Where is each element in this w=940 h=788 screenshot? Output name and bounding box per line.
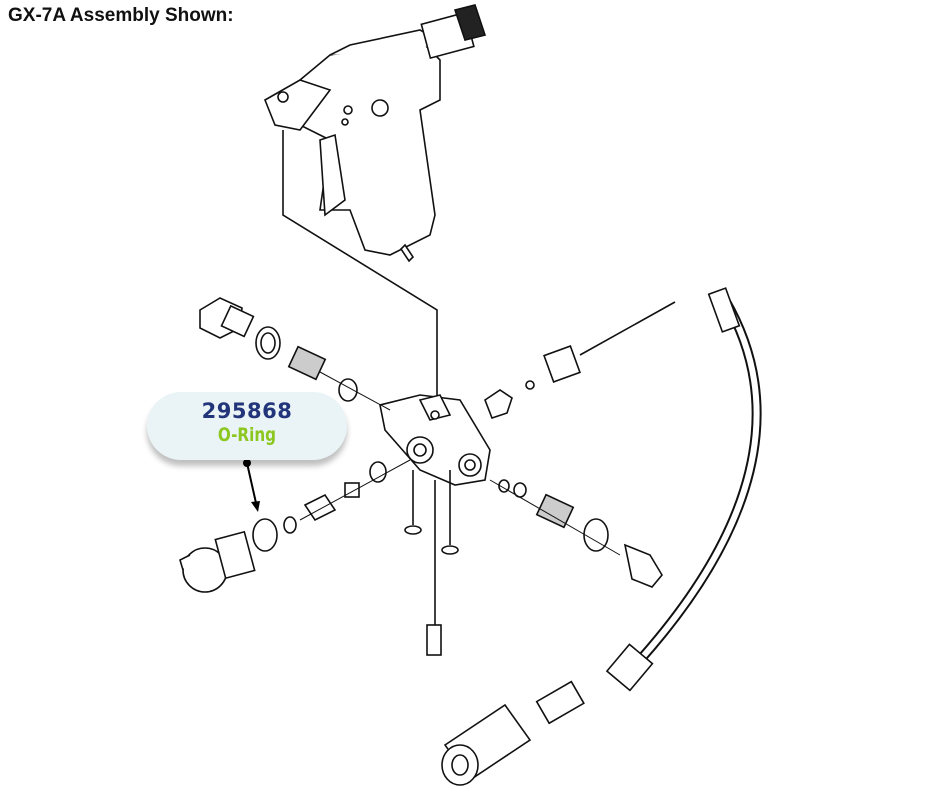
part-callout: 295868 O-Ring xyxy=(147,392,347,460)
manifold-block xyxy=(379,394,491,625)
spray-gun-body xyxy=(263,4,487,400)
right-valve-parts xyxy=(484,301,676,588)
left-valve-parts xyxy=(199,297,391,411)
part-number: 295868 xyxy=(201,399,293,423)
part-name: O-Ring xyxy=(217,424,277,446)
page-title: GX-7A Assembly Shown: xyxy=(8,5,234,26)
nozzle-parts xyxy=(179,459,411,593)
callout-arrow xyxy=(243,459,260,512)
hose-assembly xyxy=(441,287,762,786)
